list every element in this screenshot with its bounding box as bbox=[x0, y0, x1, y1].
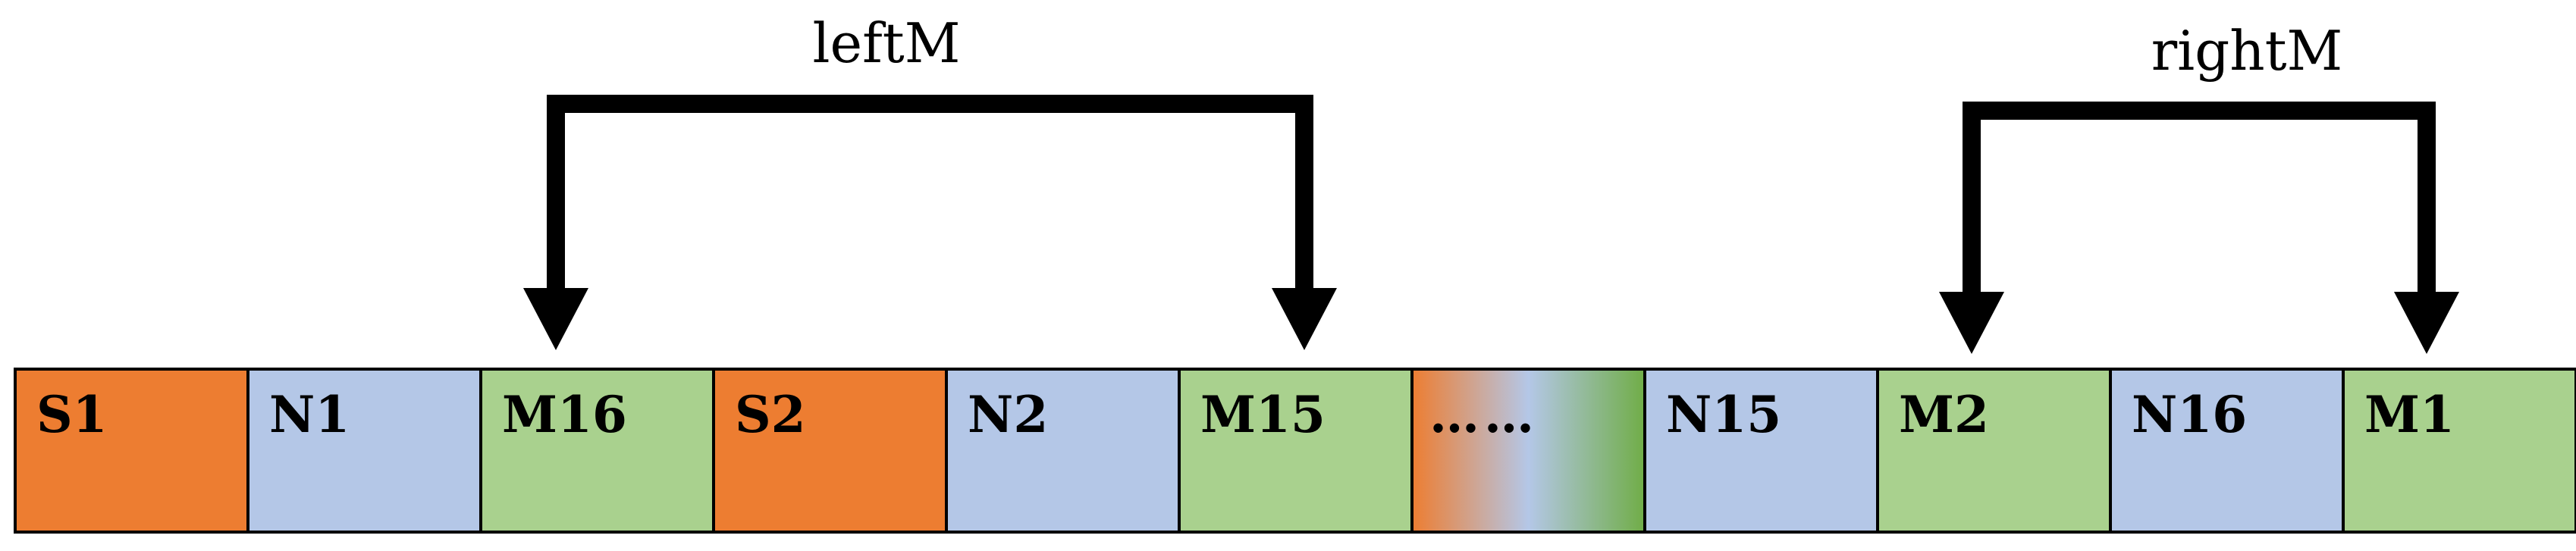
cell-m16-label: M16 bbox=[502, 385, 627, 444]
cell-ellipsis-label: …… bbox=[1429, 385, 1539, 444]
cell-n2 bbox=[945, 368, 1181, 534]
cell-s1 bbox=[14, 368, 249, 534]
rightm-arrow-line bbox=[1963, 102, 2436, 292]
cell-n15 bbox=[1643, 368, 1879, 534]
cell-m1 bbox=[2342, 368, 2576, 534]
cell-m2-label: M2 bbox=[1899, 385, 1989, 444]
cell-m1-label: M1 bbox=[2364, 385, 2455, 444]
cell-m15-label: M15 bbox=[1200, 385, 1326, 444]
rightm-arrow: rightM bbox=[1939, 19, 2459, 354]
cell-row: S1 N1 M16 S2 N2 M15 …… N15 M2 N16 M1 bbox=[14, 368, 2576, 534]
cell-n16-label: N16 bbox=[2132, 385, 2247, 444]
cell-n16 bbox=[2109, 368, 2345, 534]
leftm-arrow-line bbox=[547, 95, 1313, 292]
leftm-arrow-head-m16 bbox=[523, 288, 588, 350]
cell-n1 bbox=[246, 368, 482, 534]
cell-s2 bbox=[712, 368, 948, 534]
rightm-arrow-head-m1 bbox=[2394, 292, 2459, 354]
rightm-label: rightM bbox=[2151, 19, 2343, 83]
cell-n15-label: N15 bbox=[1666, 385, 1781, 444]
cell-m2 bbox=[1876, 368, 2112, 534]
cell-m15 bbox=[1178, 368, 1414, 534]
cell-ellipsis bbox=[1410, 368, 1646, 534]
leftm-arrow: leftM bbox=[523, 11, 1337, 350]
cell-m16 bbox=[479, 368, 715, 534]
leftm-label: leftM bbox=[813, 11, 961, 75]
cell-n1-label: N1 bbox=[269, 385, 350, 444]
cell-s1-label: S1 bbox=[36, 385, 108, 444]
leftm-arrow-head-m15 bbox=[1272, 288, 1337, 350]
cell-n2-label: N2 bbox=[968, 385, 1048, 444]
rightm-arrow-head-m2 bbox=[1939, 292, 2004, 354]
cell-s2-label: S2 bbox=[735, 385, 806, 444]
